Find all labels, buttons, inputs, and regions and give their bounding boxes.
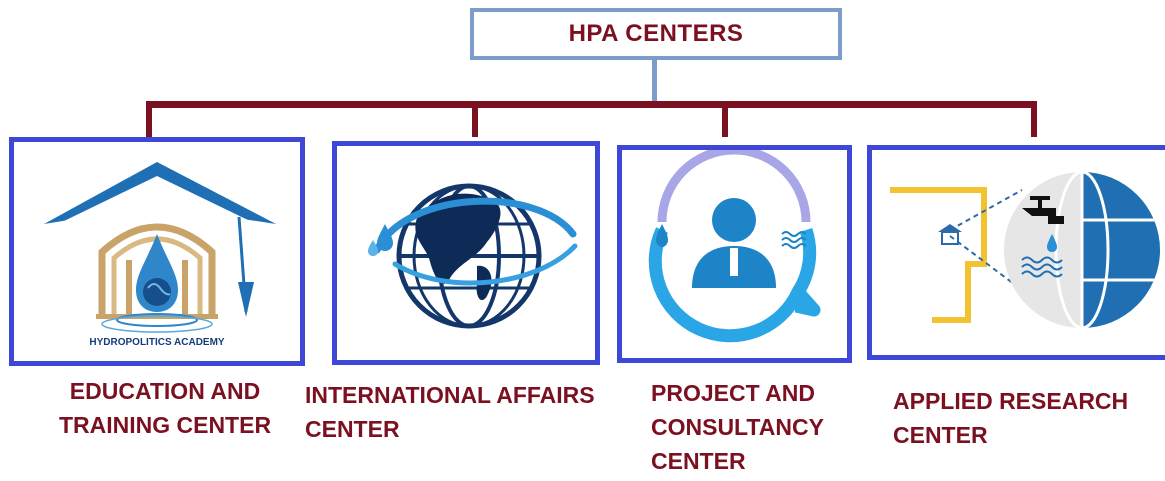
- education-center-card: HYDROPOLITICS ACADEMY: [9, 137, 305, 366]
- globe-icon: [368, 183, 578, 329]
- consultant-icon: [648, 150, 821, 343]
- drop-connector-1: [146, 101, 152, 137]
- center-label-education: EDUCATION AND TRAINING CENTER: [58, 378, 272, 438]
- drop-connector-2: [472, 101, 478, 137]
- center-label-project: PROJECT AND CONSULTANCY CENTER: [651, 380, 824, 474]
- project-consultancy-card: [617, 145, 852, 363]
- graduation-cap-drop-icon: HYDROPOLITICS ACADEMY: [44, 162, 276, 348]
- horizontal-bus-connector: [146, 101, 1037, 108]
- center-label-international: INTERNATIONAL AFFAIRS CENTER: [305, 382, 595, 442]
- root-stem-connector: [652, 60, 657, 104]
- applied-research-card: [867, 145, 1165, 360]
- academy-logo-text: HYDROPOLITICS ACADEMY: [89, 337, 225, 348]
- root-title: HPA CENTERS: [568, 20, 744, 47]
- international-affairs-card: [332, 141, 600, 365]
- research-globe-tap-icon: [890, 170, 1160, 330]
- root-node: HPA CENTERS: [470, 8, 842, 60]
- drop-connector-3: [722, 101, 728, 137]
- drop-connector-4: [1031, 101, 1037, 137]
- center-label-research: APPLIED RESEARCH CENTER: [893, 388, 1129, 448]
